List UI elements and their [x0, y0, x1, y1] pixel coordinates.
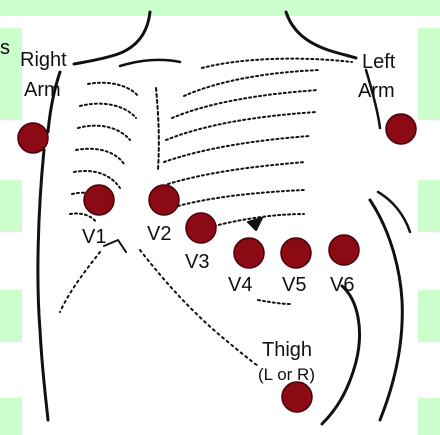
electrode-v6 [329, 235, 359, 265]
neck-left-outline [74, 12, 150, 64]
page-fragment-text: s [0, 37, 10, 59]
lead-v5-label: V5 [282, 274, 306, 296]
right-arm-label-line1: Right [20, 49, 67, 71]
thigh-label: Thigh [262, 339, 312, 361]
v4-v6-dotted-line [258, 300, 290, 304]
lead-v6-label: V6 [330, 274, 354, 296]
left-arm-label-line1: Left [362, 51, 396, 73]
abdomen-left-dotted [60, 252, 100, 312]
right-arm-outline [38, 150, 48, 420]
right-arm-label-line2: Arm [24, 79, 61, 101]
left-arm-label-line2: Arm [358, 80, 395, 102]
clavicle-right [202, 59, 352, 68]
rib-cage-right [164, 70, 320, 226]
electrode-thigh [282, 382, 312, 412]
thigh-curve [322, 286, 360, 424]
electrode-left-arm [386, 114, 416, 144]
neck-right-outline [286, 12, 356, 58]
thigh-note: (L or R) [258, 365, 315, 384]
clavicle-left [120, 60, 180, 66]
xiphoid-marker [248, 218, 262, 230]
electrode-v5 [281, 238, 311, 268]
electrode-v1 [84, 185, 114, 215]
lead-v4-label: V4 [228, 274, 252, 296]
electrode-right-arm [18, 123, 48, 153]
lead-v1-label: V1 [82, 226, 106, 248]
left-torso-outline [370, 200, 402, 420]
electrode-v3 [186, 213, 216, 243]
sternum [156, 88, 159, 170]
lead-v3-label: V3 [185, 251, 209, 273]
electrode-v4 [234, 238, 264, 268]
electrode-v2 [149, 185, 179, 215]
lead-v2-label: V2 [147, 223, 171, 245]
costal-margin [104, 240, 126, 252]
